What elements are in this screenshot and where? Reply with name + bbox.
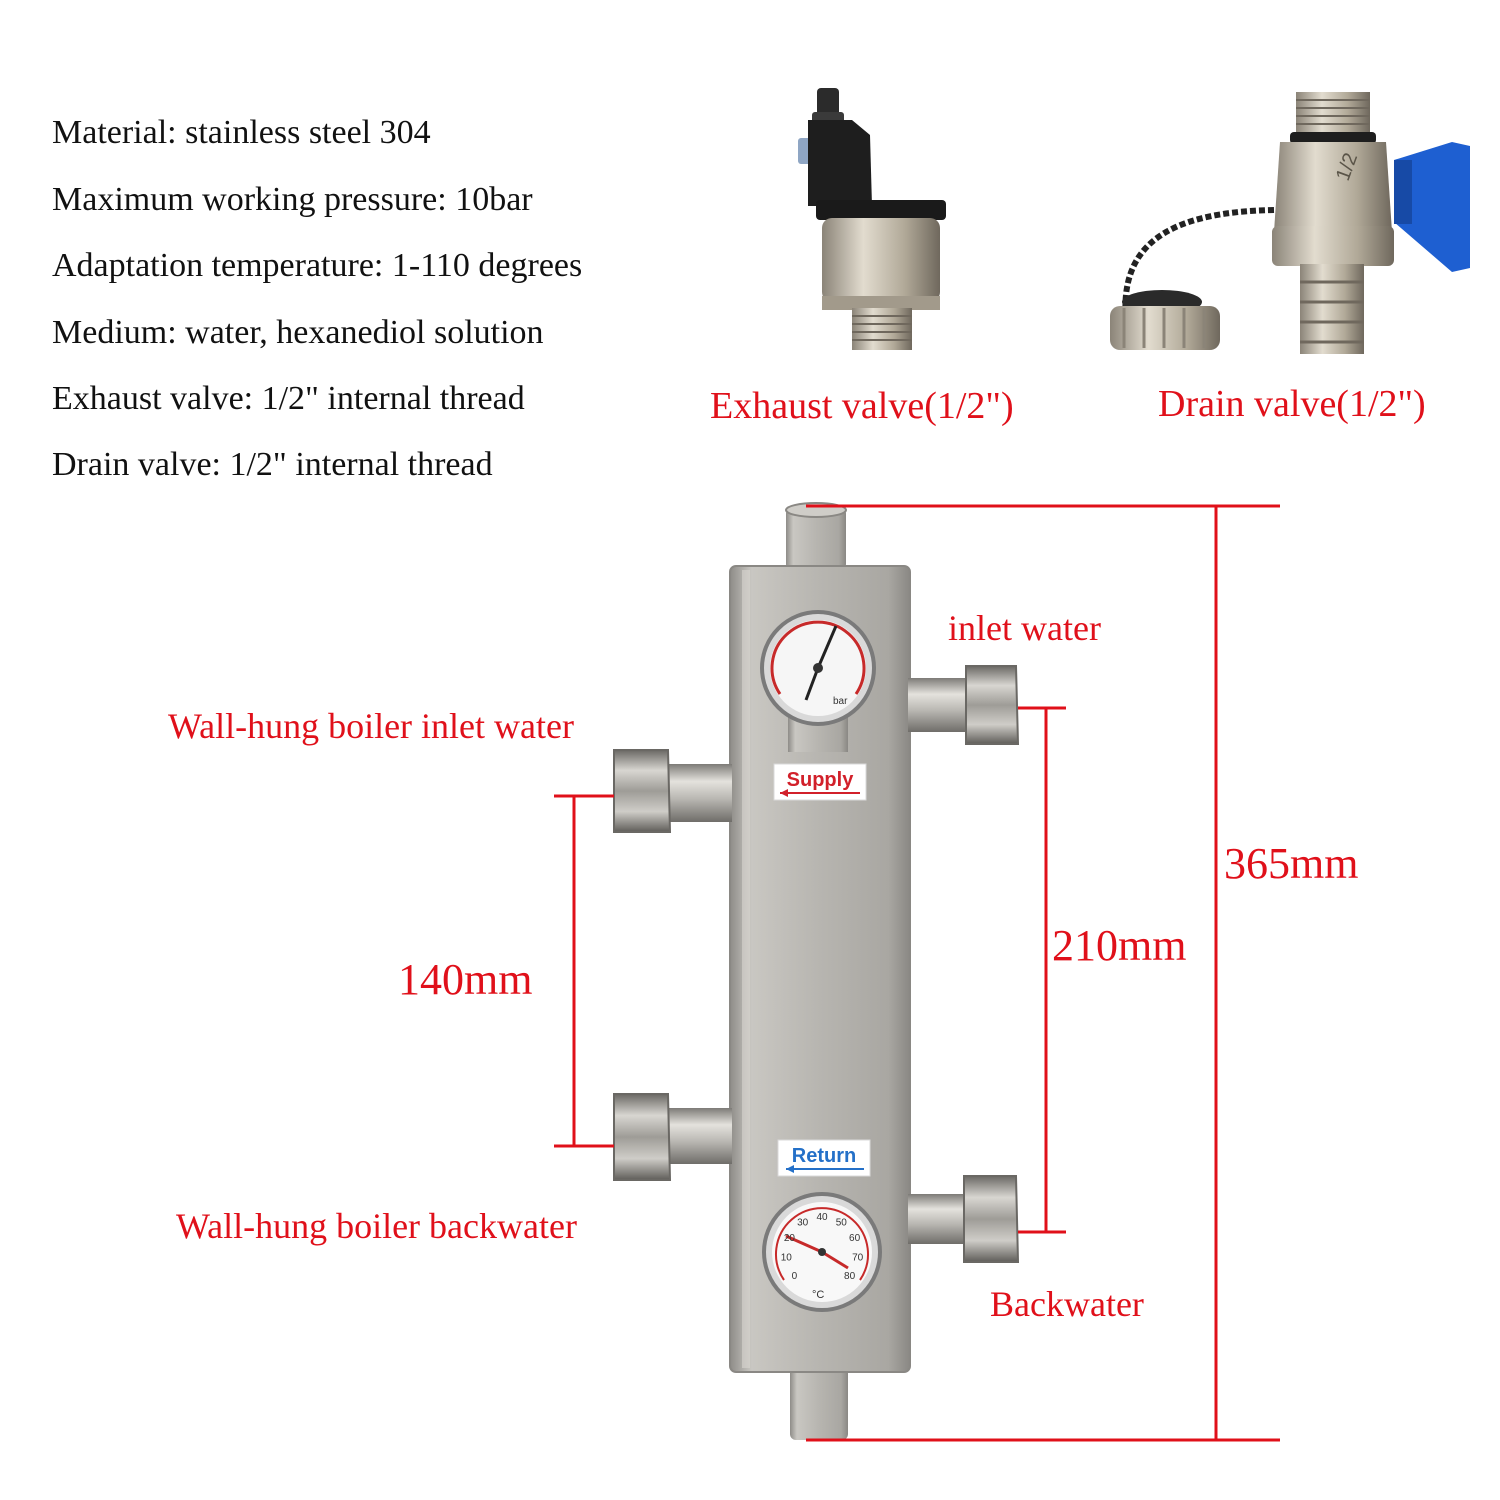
thermometer-tick-label: 30: [797, 1218, 809, 1229]
spec-max-pressure: Maximum working pressure: 10bar: [52, 181, 533, 218]
drain-valve-icon: 1/2: [1110, 92, 1470, 354]
boiler-inlet-port: [613, 749, 732, 833]
spec-medium: Medium: water, hexanediol solution: [52, 314, 544, 351]
backwater-port: [908, 1175, 1020, 1263]
thermometer-tick-label: 0: [792, 1271, 798, 1282]
spec-drain-valve: Drain valve: 1/2" internal thread: [52, 446, 493, 483]
return-sticker: [777, 1139, 871, 1177]
thermometer-tick-label: 80: [844, 1271, 856, 1282]
inlet-water-port: [908, 665, 1020, 745]
exhaust-valve-caption: Exhaust valve(1/2"): [710, 385, 1014, 427]
backwater-label: Backwater: [990, 1284, 1144, 1324]
dimension-right-spacing: [1018, 706, 1066, 1234]
left-spacing-value: 140mm: [398, 955, 533, 1004]
thermometer-unit: °C: [812, 1289, 824, 1301]
spec-exhaust-valve: Exhaust valve: 1/2" internal thread: [52, 380, 525, 417]
spec-material: Material: stainless steel 304: [52, 114, 431, 151]
supply-sticker: [773, 763, 867, 801]
drain-valve-caption: Drain valve(1/2"): [1158, 383, 1426, 425]
thermometer-tick-label: 10: [781, 1253, 793, 1264]
return-label: Return: [792, 1145, 856, 1167]
dimension-left-spacing: [554, 794, 614, 1148]
supply-label: Supply: [787, 769, 855, 791]
thermometer-tick-label: 70: [852, 1253, 864, 1264]
inlet-water-label: inlet water: [948, 608, 1101, 648]
right-spacing-value: 210mm: [1052, 921, 1187, 970]
pressure-gauge-icon: bar: [760, 610, 876, 752]
thermometer-tick-label: 20: [784, 1233, 796, 1244]
dimension-total-height: [806, 504, 1280, 1442]
thermometer-tick-label: 40: [816, 1212, 828, 1223]
spec-temperature: Adaptation temperature: 1-110 degrees: [52, 247, 583, 284]
pressure-gauge-unit: bar: [833, 696, 848, 707]
exhaust-valve-icon: [798, 88, 946, 350]
boiler-backwater-label: Wall-hung boiler backwater: [176, 1206, 577, 1246]
boiler-inlet-label: Wall-hung boiler inlet water: [168, 706, 574, 746]
boiler-backwater-port: [613, 1093, 732, 1181]
thermometer-tick-label: 60: [849, 1233, 861, 1244]
total-height-value: 365mm: [1224, 839, 1359, 888]
thermometer-tick-label: 50: [836, 1218, 848, 1229]
